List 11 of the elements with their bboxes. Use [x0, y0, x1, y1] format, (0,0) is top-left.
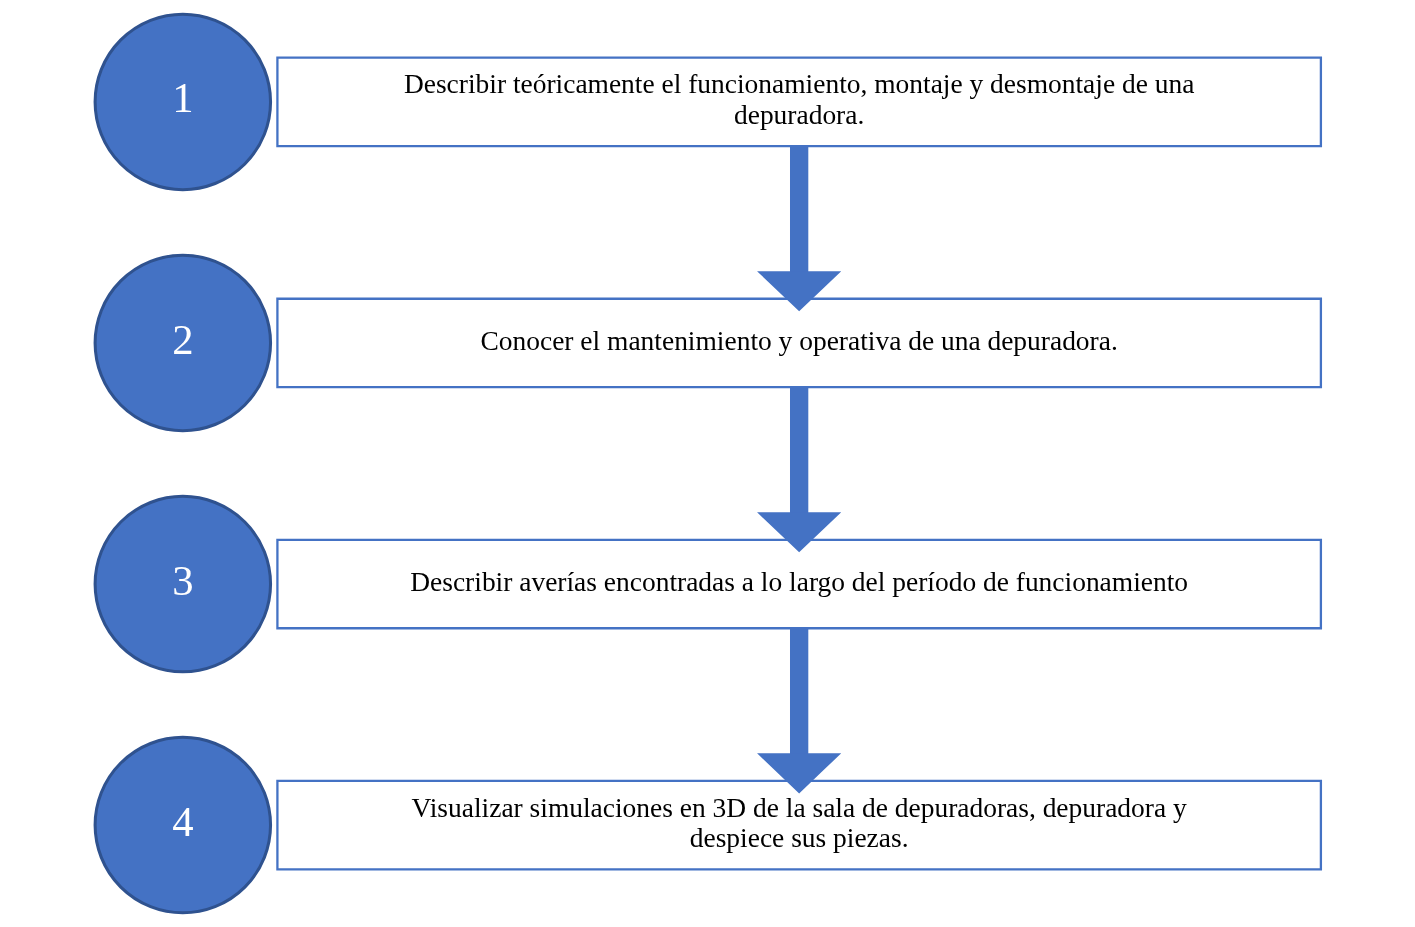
arrow [756, 628, 841, 794]
node-box: Describir averías encontradas a lo largo del período de funcionamiento [275, 538, 1322, 630]
node-circle: 3 [93, 494, 272, 674]
node-circle: 1 [93, 12, 272, 192]
node-box: Visualizar simulaciones en 3D de la sala de depuradoras, depuradora y despiece sus piezas. [275, 779, 1322, 871]
arrow [756, 146, 841, 312]
arrow [756, 387, 841, 553]
node-circle: 2 [93, 253, 272, 433]
node-box: Conocer el mantenimiento y operativa de una depuradora. [275, 297, 1322, 389]
node-box: Describir teóricamente el funcionamiento, montaje y desmontaje de una depuradora. [275, 56, 1322, 148]
node-circle: 4 [93, 735, 272, 915]
